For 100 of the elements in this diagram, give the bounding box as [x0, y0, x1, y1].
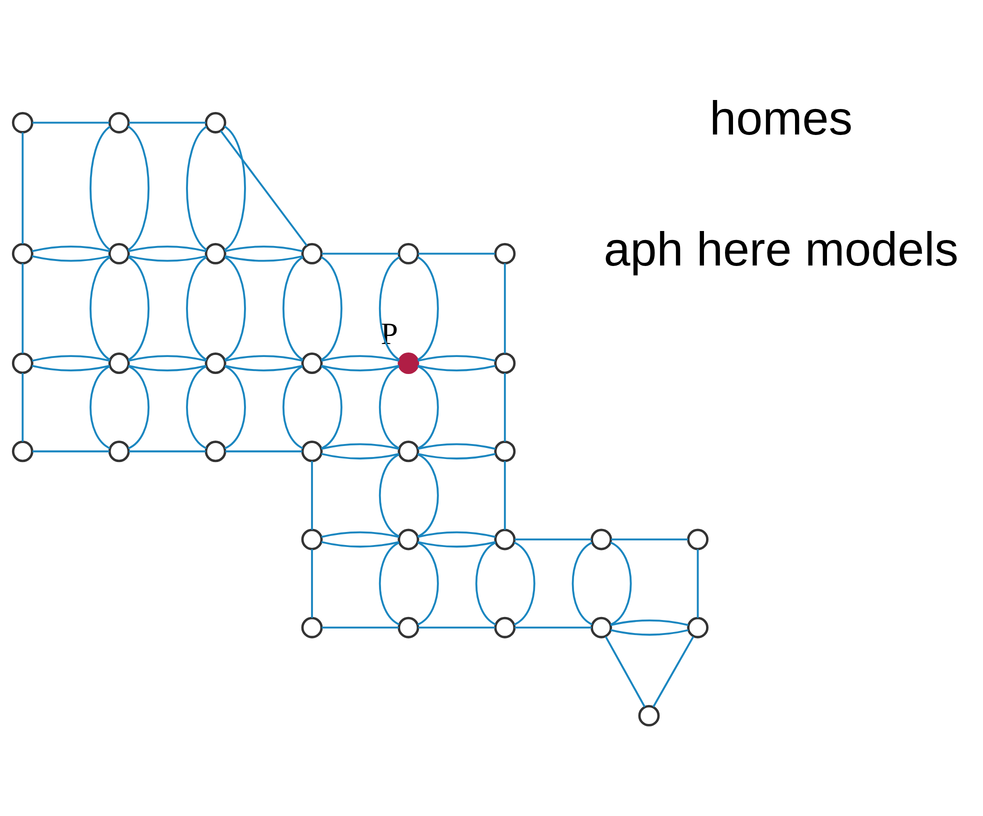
label: homes	[710, 92, 853, 146]
node-circle	[494, 528, 516, 550]
node-circle	[12, 112, 34, 133]
connector	[32, 254, 110, 262]
connector	[321, 540, 400, 548]
node-circle	[590, 528, 612, 550]
connector	[321, 354, 400, 362]
connector	[22, 132, 24, 244]
connector	[186, 256, 208, 360]
node-circle	[108, 440, 130, 462]
connector	[417, 364, 439, 449]
connector	[321, 530, 400, 538]
connector	[220, 130, 308, 246]
node-circle	[638, 704, 660, 726]
node-circle	[108, 112, 130, 133]
node-circle	[301, 242, 323, 264]
connector	[224, 254, 303, 262]
connector	[224, 364, 303, 371]
node-circle	[204, 440, 226, 462]
connector	[610, 628, 688, 636]
node-circle	[494, 440, 516, 462]
connector	[32, 354, 110, 362]
connector	[378, 541, 400, 625]
connector	[572, 541, 593, 625]
connector	[90, 365, 110, 449]
connector	[282, 256, 304, 360]
connector	[311, 548, 313, 618]
connector	[320, 256, 342, 360]
connector	[504, 262, 506, 353]
connector	[418, 626, 496, 628]
node-circle	[204, 112, 226, 133]
connector	[604, 636, 646, 707]
connector	[224, 256, 246, 360]
connector	[418, 540, 496, 548]
connector	[417, 256, 439, 360]
connector	[128, 364, 150, 449]
connector	[32, 450, 110, 452]
connector	[90, 256, 111, 360]
connector	[32, 245, 110, 252]
connector	[514, 538, 592, 540]
connector	[418, 364, 496, 371]
node-circle	[301, 616, 323, 638]
connector	[225, 450, 302, 452]
connector	[322, 626, 399, 628]
connector	[322, 252, 399, 254]
node-circle	[108, 242, 130, 264]
connector	[378, 453, 400, 537]
connector	[321, 452, 400, 459]
connector	[186, 365, 207, 449]
connector	[128, 364, 206, 371]
connector	[321, 364, 400, 371]
connector	[418, 252, 496, 254]
node-circle	[108, 352, 130, 374]
connector	[611, 538, 688, 540]
connector	[418, 354, 496, 362]
node-circle	[687, 528, 709, 550]
connector	[610, 619, 688, 626]
node-circle	[398, 528, 420, 550]
connector	[610, 541, 632, 625]
node-circle	[494, 352, 516, 374]
connector	[128, 254, 206, 262]
connector	[186, 125, 208, 250]
label: aph here models	[604, 223, 958, 276]
connector	[224, 125, 246, 250]
connector	[224, 364, 246, 449]
connector	[417, 453, 439, 537]
connector	[90, 125, 111, 250]
node-circle	[687, 616, 709, 638]
connector	[311, 460, 313, 530]
connector	[418, 452, 496, 459]
node-circle	[301, 528, 323, 550]
connector	[224, 354, 303, 362]
connector	[32, 121, 110, 124]
node-circle	[301, 352, 323, 374]
connector	[378, 365, 400, 449]
connector	[128, 450, 206, 452]
node-circle	[12, 440, 34, 462]
connector	[418, 530, 496, 538]
connector	[32, 364, 110, 371]
connector	[504, 372, 506, 442]
node-circle	[398, 352, 420, 374]
connector	[224, 245, 303, 252]
connector	[514, 626, 592, 628]
node-circle	[204, 352, 226, 374]
connector	[22, 372, 24, 442]
connector	[22, 262, 24, 353]
connector	[418, 442, 496, 450]
connector	[127, 125, 150, 250]
connector	[321, 442, 400, 450]
connector	[504, 460, 506, 530]
node-circle	[494, 616, 516, 638]
node-circle	[12, 352, 34, 374]
connector	[514, 541, 536, 625]
connector	[128, 256, 150, 360]
node-circle	[204, 242, 226, 264]
node-circle	[398, 440, 420, 462]
connector	[475, 541, 496, 625]
connector	[696, 548, 699, 618]
node-circle	[12, 242, 34, 264]
node-circle	[494, 242, 516, 264]
